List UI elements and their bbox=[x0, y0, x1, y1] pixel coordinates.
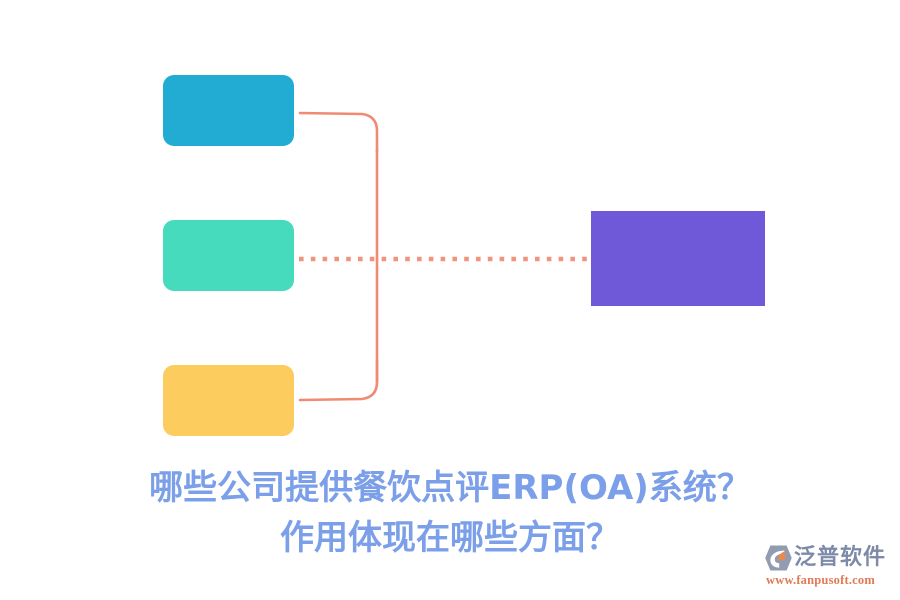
connector-yellow-to-trunk bbox=[298, 358, 379, 402]
fanpu-hexagon-logo-icon bbox=[765, 545, 792, 571]
connector-blue-to-trunk bbox=[298, 111, 379, 154]
page-title-line-1: 哪些公司提供餐饮点评ERP(OA)系统？ bbox=[149, 468, 751, 508]
diagram-node-purple[interactable] bbox=[591, 211, 765, 306]
diagram-node-blue[interactable] bbox=[163, 75, 294, 146]
page-title: 哪些公司提供餐饮点评ERP(OA)系统？ 作用体现在哪些方面？ bbox=[0, 463, 900, 563]
watermark-logo: 泛普软件 www.fanpusoft.com bbox=[762, 543, 894, 593]
diagram-node-yellow[interactable] bbox=[163, 365, 294, 436]
page-title-line-2: 作用体现在哪些方面？ bbox=[280, 518, 620, 558]
logo-company-name: 泛普软件 bbox=[794, 545, 887, 570]
logo-name-row: 泛普软件 bbox=[762, 543, 886, 573]
logo-website-url: www.fanpusoft.com bbox=[766, 573, 875, 587]
diagram-node-green[interactable] bbox=[163, 220, 294, 291]
